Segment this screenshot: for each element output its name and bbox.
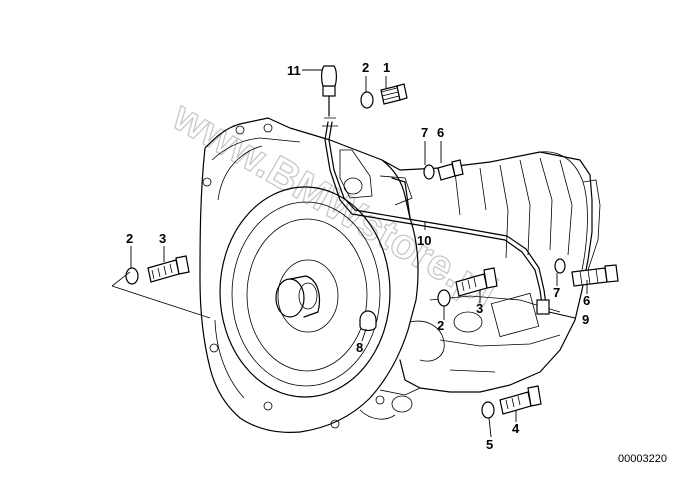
callout-2: 2 bbox=[362, 60, 369, 75]
callout-4: 4 bbox=[512, 421, 520, 436]
callout-7: 7 bbox=[421, 125, 428, 140]
washer-part-7-right bbox=[554, 258, 566, 274]
callout-2: 2 bbox=[126, 231, 133, 246]
washer-part-2-left bbox=[125, 267, 139, 285]
bolt-part-6-right bbox=[571, 264, 619, 287]
oil-dipstick-and-line bbox=[321, 65, 550, 315]
callout-1: 1 bbox=[383, 60, 390, 75]
callout-6: 6 bbox=[583, 293, 590, 308]
washer-part-7-top bbox=[423, 164, 435, 180]
callout-7: 7 bbox=[553, 285, 560, 300]
bolt-part-3-left bbox=[147, 255, 190, 283]
callout-9: 9 bbox=[582, 312, 589, 327]
assembly-axis-left bbox=[111, 285, 211, 319]
bolt-part-6-top bbox=[437, 159, 464, 181]
watermark-text: www.BMWstore.pl bbox=[165, 92, 505, 316]
washer-part-5 bbox=[481, 401, 495, 419]
callout-5: 5 bbox=[486, 437, 493, 452]
callout-10: 10 bbox=[417, 233, 431, 248]
sleeve-part-8 bbox=[359, 310, 377, 332]
callout-3: 3 bbox=[159, 231, 166, 246]
bolt-part-3-middle bbox=[455, 267, 498, 297]
callout-labels: 1 2 11 7 6 2 3 10 7 3 6 2 9 8 4 5 bbox=[126, 60, 590, 452]
callout-8: 8 bbox=[356, 340, 363, 355]
diagram-id: 00003220 bbox=[618, 453, 667, 465]
washer-part-2-middle bbox=[437, 289, 451, 307]
washer-part-2-top bbox=[360, 91, 374, 109]
callout-6: 6 bbox=[437, 125, 444, 140]
callout-2: 2 bbox=[437, 318, 444, 333]
leader-lines bbox=[130, 69, 588, 438]
callout-11: 11 bbox=[287, 63, 301, 78]
callout-3: 3 bbox=[476, 301, 483, 316]
bolt-part-1 bbox=[380, 83, 408, 105]
bolt-part-4 bbox=[499, 385, 542, 415]
